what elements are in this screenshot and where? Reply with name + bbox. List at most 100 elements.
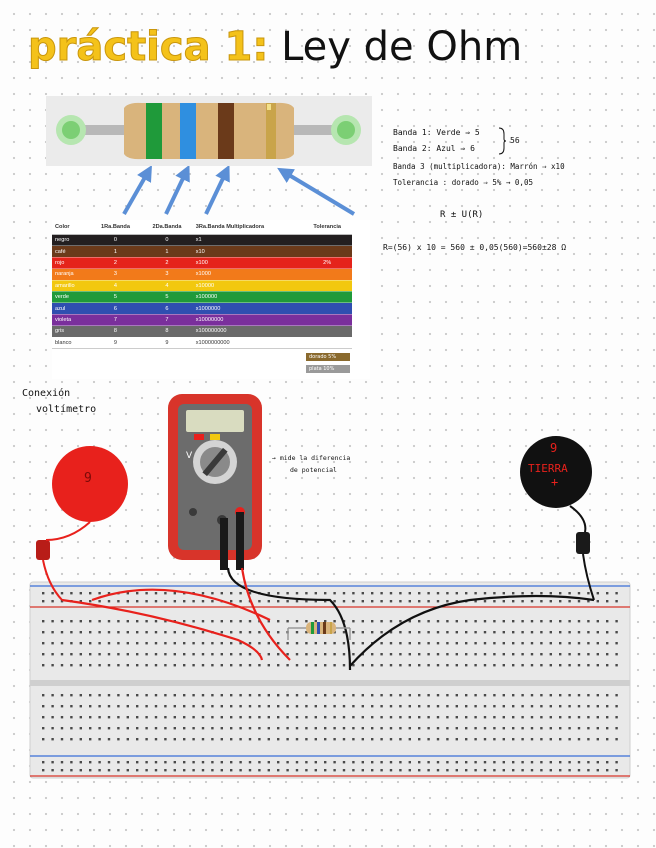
dial-knob: [202, 447, 228, 477]
breadboard-center-channel: [30, 680, 630, 686]
band-2-note: Banda 2: Azul ⇒ 6: [393, 144, 475, 153]
band-1-cell: 5: [89, 291, 142, 304]
multiplier-cell: x100000000: [192, 325, 303, 338]
multiplier-cell: x1000000: [192, 302, 303, 315]
red-probe: [236, 512, 244, 570]
tolerance-cell: [302, 314, 352, 327]
title-separator: :: [252, 24, 269, 71]
ground-circle: [520, 436, 592, 508]
color-cell: blanco: [52, 337, 90, 349]
multimeter-display: [186, 410, 244, 432]
ground-sign: +: [551, 475, 558, 489]
color-cell: negro: [52, 234, 90, 247]
page-title: práctica 1: Ley de Ohm: [27, 24, 523, 71]
color-cell: azul: [52, 302, 90, 315]
header-band-2: 2Da.Banda: [141, 220, 193, 235]
header-band-1: 1Ra.Banda: [89, 220, 142, 235]
header-color: Color: [52, 220, 90, 235]
silver-tolerance-label: plata 10%: [306, 364, 350, 373]
color-cell: café: [52, 245, 90, 258]
tolerance-cell: [302, 234, 352, 247]
band-gold: [266, 103, 276, 159]
band-arrows: [122, 166, 356, 216]
arrow-band-3: [204, 166, 230, 215]
header-tolerance: Tolerancia: [302, 220, 352, 235]
title-part-2: Ley de Ohm: [281, 24, 523, 70]
calculation-note: R=(56) x 10 = 560 ± 0,05(560)=560±28 Ω: [383, 243, 567, 252]
tolerance-cell: [302, 291, 352, 304]
red-clip-wire: [42, 559, 63, 601]
multiplier-cell: x1000000000: [192, 337, 303, 349]
band-1-cell: 6: [89, 302, 142, 315]
multiplier-cell: x100: [192, 257, 303, 270]
color-cell: verde: [52, 291, 90, 304]
resistor-body: [124, 102, 294, 160]
multiplier-cell: x1000: [192, 268, 303, 281]
connection-label-1: Conexión: [22, 388, 71, 399]
red-wire-a: [240, 567, 291, 661]
multimeter-note-2: de potencial: [290, 466, 337, 474]
multimeter-check-mark: V: [186, 451, 193, 461]
resistor-illustration: [46, 96, 372, 166]
tolerance-cell: 2%: [302, 257, 352, 270]
band-1-cell: 3: [89, 268, 142, 281]
color-cell: gris: [52, 325, 90, 338]
tolerance-cell: [302, 280, 352, 292]
ground-number: 9: [550, 441, 557, 455]
multiplier-cell: x10000: [192, 280, 303, 292]
band-1-note: Banda 1: Verde ⇒ 5: [393, 128, 480, 137]
gold-tolerance-label: dorado 5%: [306, 352, 350, 361]
band-1-cell: 1: [89, 245, 142, 258]
band-1-cell: 9: [89, 337, 142, 349]
tolerance-note: Tolerancia : dorado ⇒ 5% → 0,05: [393, 178, 533, 187]
tolerance-cell: [302, 302, 352, 315]
color-cell: amarillo: [52, 280, 90, 292]
color-code-table-wrapper: Color 1Ra.Banda 2Da.Banda 3Ra.Banda Mult…: [52, 220, 370, 379]
band-2-cell: 1: [141, 245, 193, 258]
color-code-table: Color 1Ra.Banda 2Da.Banda 3Ra.Banda Mult…: [52, 220, 352, 349]
red-wire-b: [91, 588, 271, 621]
tolerance-cell: [302, 337, 352, 349]
title-part-1: práctica 1: [27, 24, 253, 71]
black-wire-a: [226, 567, 352, 671]
band-1-cell: 0: [89, 234, 142, 247]
band-green: [146, 103, 162, 159]
tolerance-cell: [302, 245, 352, 258]
band-2-cell: 7: [141, 314, 193, 327]
red-probe-circle: [52, 446, 128, 522]
band-1-cell: 2: [89, 257, 142, 270]
formula-note: R ± U(R): [440, 210, 484, 220]
band-1-cell: 4: [89, 280, 142, 292]
connection-label-2: voltímetro: [36, 404, 97, 415]
tolerance-cell: [302, 325, 352, 338]
color-cell: violeta: [52, 314, 90, 327]
color-cell: naranja: [52, 268, 90, 281]
red-probe-label: 9: [84, 471, 92, 486]
ground-label: TIERRA: [528, 462, 568, 475]
band-2-cell: 6: [141, 302, 193, 315]
band-blue: [180, 103, 196, 159]
black-probe: [220, 518, 228, 570]
band-2-cell: 8: [141, 325, 193, 338]
arrow-band-1: [122, 166, 152, 215]
table-header-row: Color 1Ra.Banda 2Da.Banda 3Ra.Banda Mult…: [52, 220, 352, 235]
black-wire-b: [349, 594, 595, 667]
band-2-cell: 2: [141, 257, 193, 270]
red-wire-c: [61, 598, 264, 661]
band-3-note: Banda 3 (multiplicadora): Marrón ⇒ x10: [393, 162, 565, 171]
band-1-cell: 7: [89, 314, 142, 327]
band-2-cell: 4: [141, 280, 193, 292]
tolerance-cell: [302, 268, 352, 281]
band-1-cell: 8: [89, 325, 142, 338]
multiplier-cell: x10: [192, 245, 303, 258]
header-multiplier: 3Ra.Banda Multiplicadora: [192, 220, 303, 235]
band-brown: [218, 103, 234, 159]
